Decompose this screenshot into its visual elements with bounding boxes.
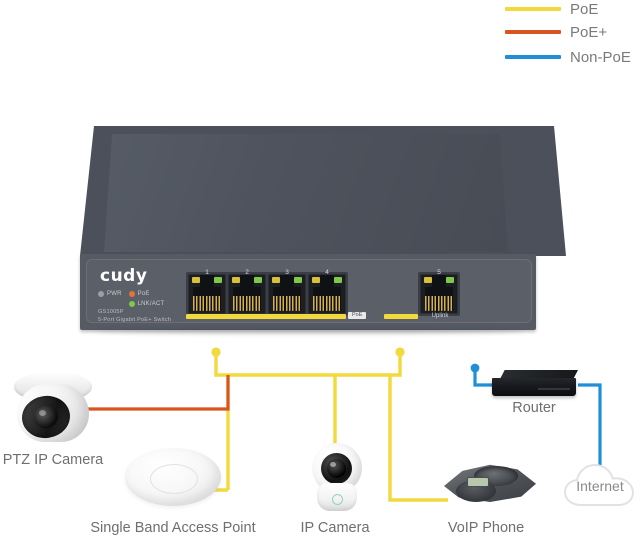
legend-item-label: PoE+ (570, 23, 608, 41)
poe-port-group: 1 2 3 (186, 269, 348, 316)
legend-item-label: Non-PoE (570, 48, 631, 66)
port-led-right-icon (254, 277, 262, 283)
port-led-right-icon (214, 277, 222, 283)
cloud-icon (563, 463, 635, 506)
ptz-ip-camera-label: PTZ IP Camera (2, 452, 104, 468)
poe-group-label: PoE (348, 312, 367, 319)
port-number-label: 1 (205, 269, 209, 276)
router-top-surface (500, 370, 578, 379)
port-led-right-icon (446, 277, 454, 283)
internet-cloud: Internet (562, 458, 638, 510)
led-pwr: PWR (98, 290, 122, 298)
access-point-ring-icon (150, 464, 198, 494)
port-tab-icon (200, 275, 214, 288)
port-led-left-icon (192, 277, 200, 283)
switch-brand-logo: cudy (100, 266, 148, 286)
port-tab-icon (240, 275, 254, 288)
port-led-left-icon (424, 277, 432, 283)
led-label: PoE (137, 291, 150, 297)
power-led-icon (98, 291, 104, 297)
line-swatch-icon (505, 7, 561, 11)
poe-switch-device: cudy PWR PoE LNK/ACT (80, 126, 566, 338)
switch-port-area: 1 2 3 (186, 264, 516, 320)
ip-camera-label: IP Camera (300, 520, 370, 536)
port-led-left-icon (232, 277, 240, 283)
switch-top-sheen (104, 134, 508, 252)
rj45-jack-icon (233, 287, 261, 311)
port-number-label: 2 (245, 269, 249, 276)
led-label: PWR (107, 291, 122, 297)
ip-camera-lens-glint (330, 462, 336, 467)
legend: PoE PoE+ Non-PoE (505, 0, 640, 72)
uplink-port-group: 5 (418, 269, 460, 316)
poe-group-bar-right (384, 314, 418, 319)
router-label: Router (512, 400, 556, 416)
switch-drop-shadow (94, 329, 524, 334)
ptz-ip-camera (8, 368, 98, 446)
switch-port-4[interactable]: 4 (308, 269, 346, 314)
port-led-left-icon (272, 277, 280, 283)
legend-item-poe: PoE (505, 0, 598, 20)
ip-camera-lens-icon (327, 459, 346, 478)
switch-model-block: GS1005P 5-Port Gigabit PoE+ Switch (98, 309, 171, 324)
voip-phone-label: VoIP Phone (447, 520, 525, 536)
line-swatch-icon (505, 30, 561, 34)
single-band-access-point-label: Single Band Access Point (90, 520, 256, 536)
ip-camera (305, 443, 369, 513)
legend-item-poe-plus: PoE+ (505, 21, 607, 43)
switch-port-5[interactable]: 5 (420, 269, 458, 314)
switch-port-2[interactable]: 2 (228, 269, 266, 314)
led-lnk-act: LNK/ACT (128, 300, 165, 308)
rj45-jack-icon (313, 287, 341, 311)
poe-led-icon (128, 291, 135, 297)
port-tab-icon (280, 275, 294, 288)
switch-port-3[interactable]: 3 (268, 269, 306, 314)
poe-port4-connector-dot (395, 347, 405, 357)
internet-cloud-label: Internet (576, 478, 624, 494)
router (492, 370, 584, 400)
rj45-jack-icon (425, 287, 453, 311)
port-number-label: 5 (437, 269, 441, 276)
camera-lens-glint (39, 410, 46, 416)
poe-branch-voip-phone (388, 375, 448, 502)
legend-item-label: PoE (570, 0, 599, 18)
legend-item-non-poe: Non-PoE (505, 46, 631, 68)
router-front-panel (492, 378, 576, 396)
switch-port-1[interactable]: 1 (188, 269, 226, 314)
single-band-access-point (125, 448, 221, 510)
non-poe-router-to-internet-path (578, 383, 602, 470)
led-poe: PoE (128, 290, 165, 298)
port-led-left-icon (312, 277, 320, 283)
non-poe-uplink-connector-dot (470, 363, 480, 373)
voip-phone (440, 458, 540, 510)
non-poe-uplink-to-router-path (473, 368, 500, 387)
port-led-right-icon (294, 277, 302, 283)
rj45-jack-icon (193, 287, 221, 311)
led-label: LNK/ACT (137, 301, 165, 307)
switch-front-panel: cudy PWR PoE LNK/ACT (80, 254, 536, 330)
line-swatch-icon (505, 55, 561, 59)
switch-model-description: 5-Port Gigabit PoE+ Switch (98, 316, 172, 323)
port-tab-icon (320, 275, 334, 288)
voip-phone-screen (468, 478, 488, 486)
port-number-label: 3 (285, 269, 289, 276)
port-led-right-icon (334, 277, 342, 283)
link-act-led-icon (128, 301, 135, 307)
switch-model-number: GS1005P (98, 309, 124, 315)
router-indicator-strip (538, 388, 570, 390)
poe-plus-ptz-camera-path (62, 375, 230, 411)
poe-trunk-path (214, 352, 402, 377)
poe-port1-connector-dot (211, 347, 221, 357)
ip-camera-status-led-icon (332, 494, 343, 505)
poe-group-bar-left (186, 314, 346, 319)
uplink-group-label: Uplink (431, 313, 449, 319)
rj45-jack-icon (273, 287, 301, 311)
switch-led-indicators: PWR PoE LNK/ACT (98, 290, 164, 308)
port-number-label: 4 (325, 269, 329, 276)
port-tab-icon (432, 275, 446, 288)
